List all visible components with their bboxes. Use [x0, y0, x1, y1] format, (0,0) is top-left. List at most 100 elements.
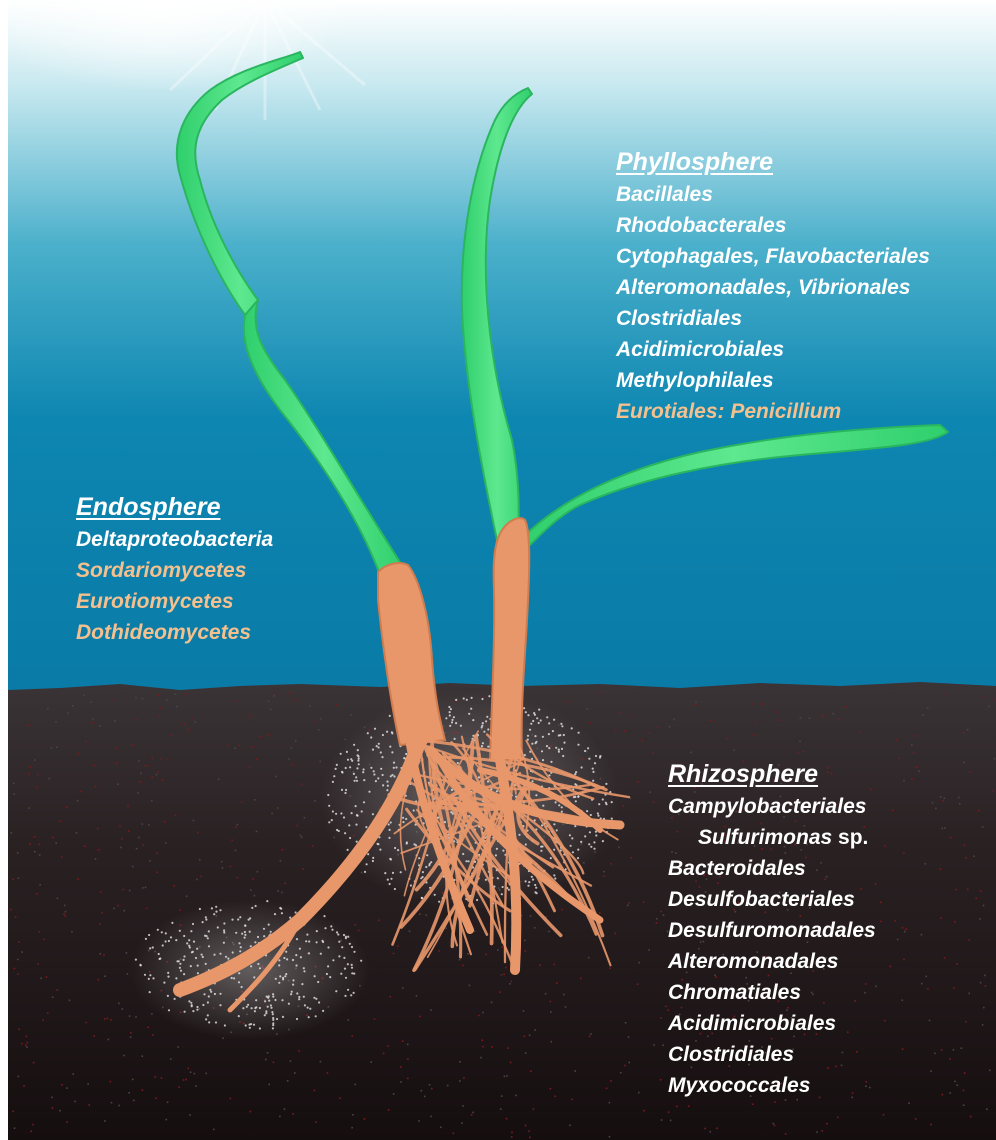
rhizosphere-item: Desulfobacteriales: [668, 884, 876, 915]
microbe-dot: [363, 801, 365, 803]
sediment-speck: [221, 861, 223, 863]
microbe-dot: [331, 929, 333, 931]
microbe-dot: [378, 743, 380, 745]
microbe-dot: [332, 781, 334, 783]
sediment-speck: [142, 887, 144, 889]
microbe-dot: [531, 743, 533, 745]
species-abbrev: sp.: [832, 826, 868, 849]
sediment-speck: [327, 1072, 329, 1074]
microbe-dot: [285, 951, 287, 953]
sediment-speck: [903, 959, 905, 961]
sediment-speck: [589, 1036, 591, 1038]
microbe-dot: [343, 934, 345, 936]
sediment-speck: [695, 702, 697, 704]
microbe-dot: [577, 857, 579, 859]
sediment-speck: [661, 1119, 663, 1121]
sediment-speck: [128, 1092, 130, 1094]
phyllosphere-item: Alteromonadales, Vibrionales: [616, 272, 930, 303]
sediment-speck: [615, 730, 617, 732]
sediment-speck: [968, 993, 970, 995]
sediment-speck: [281, 892, 283, 894]
sediment-speck: [940, 917, 942, 919]
sediment-speck: [482, 1040, 484, 1042]
sediment-speck: [927, 707, 929, 709]
microbe-dot: [259, 1027, 261, 1029]
sediment-speck: [152, 1034, 154, 1036]
microbe-dot: [272, 1019, 274, 1021]
microbe-dot: [202, 1004, 204, 1006]
sediment-speck: [135, 697, 137, 699]
microbe-dot: [238, 1015, 240, 1017]
sediment-speck: [189, 1114, 191, 1116]
microbe-dot: [541, 824, 543, 826]
sediment-speck: [973, 855, 975, 857]
sediment-speck: [957, 1084, 959, 1086]
sediment-speck: [99, 725, 101, 727]
microbe-dot: [340, 973, 342, 975]
microbe-dot: [265, 1012, 267, 1014]
microbe-dot: [328, 821, 330, 823]
sediment-speck: [955, 889, 957, 891]
microbe-dot: [227, 958, 229, 960]
microbe-dot: [527, 885, 529, 887]
microbe-dot: [541, 845, 543, 847]
microbe-dot: [274, 999, 276, 1001]
microbe-dot: [535, 794, 537, 796]
microbe-dot: [397, 849, 399, 851]
microbe-dot: [393, 762, 395, 764]
microbe-dot: [145, 938, 147, 940]
sediment-speck: [447, 1085, 449, 1087]
sediment-speck: [370, 1061, 372, 1063]
sediment-speck: [491, 1046, 493, 1048]
microbe-dot: [251, 1007, 253, 1009]
sediment-speck: [653, 1044, 655, 1046]
microbe-dot: [205, 1018, 207, 1020]
microbe-dot: [468, 860, 470, 862]
sediment-speck: [60, 820, 62, 822]
microbe-dot: [244, 924, 246, 926]
microbe-dot: [525, 880, 527, 882]
sediment-speck: [539, 964, 541, 966]
sediment-speck: [117, 905, 119, 907]
microbe-dot: [391, 751, 393, 753]
microbe-dot: [468, 713, 470, 715]
microbe-dot: [317, 981, 319, 983]
sediment-speck: [610, 863, 612, 865]
sediment-speck: [249, 766, 251, 768]
sediment-speck: [846, 706, 848, 708]
sediment-speck: [880, 921, 882, 923]
microbe-dot: [377, 777, 379, 779]
microbe-dot: [486, 716, 488, 718]
sediment-speck: [354, 924, 356, 926]
microbe-dot: [402, 817, 404, 819]
microbe-dot: [255, 1006, 257, 1008]
microbe-dot: [351, 972, 353, 974]
sediment-speck: [619, 712, 621, 714]
sediment-speck: [347, 1019, 349, 1021]
microbe-dot: [532, 720, 534, 722]
sediment-speck: [648, 949, 650, 951]
microbe-dot: [405, 818, 407, 820]
microbe-dot: [249, 931, 251, 933]
microbe-dot: [569, 834, 571, 836]
microbe-dot: [501, 893, 503, 895]
microbe-dot: [358, 763, 360, 765]
microbe-dot: [528, 881, 530, 883]
microbe-dot: [168, 940, 170, 942]
microbe-dot: [523, 707, 525, 709]
microbe-dot: [389, 746, 391, 748]
microbe-dot: [605, 783, 607, 785]
sediment-speck: [213, 1129, 215, 1131]
microbe-dot: [335, 990, 337, 992]
sediment-speck: [419, 1016, 421, 1018]
microbe-dot: [481, 725, 483, 727]
rhizosphere-item: Desulfuromonadales: [668, 915, 876, 946]
sediment-speck: [822, 1130, 824, 1132]
microbe-dot: [161, 931, 163, 933]
sediment-speck: [28, 724, 30, 726]
microbe-dot: [362, 771, 364, 773]
microbe-dot: [239, 950, 241, 952]
sediment-speck: [988, 706, 990, 708]
microbe-dot: [211, 907, 213, 909]
sediment-speck: [200, 876, 202, 878]
